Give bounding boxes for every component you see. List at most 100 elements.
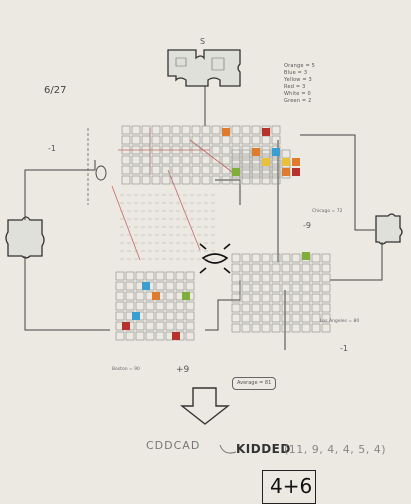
colored-cell-orange	[152, 292, 160, 300]
grid-cell	[251, 283, 261, 293]
grid-cell	[271, 293, 281, 303]
grid-cell	[291, 323, 301, 333]
grid-cell	[311, 283, 321, 293]
grid-cell	[311, 263, 321, 273]
colored-cells	[122, 128, 310, 340]
grid-cell	[211, 135, 221, 145]
grid-cell	[241, 263, 251, 273]
average-box: Average = 81	[232, 377, 277, 390]
grid-cell	[185, 321, 195, 331]
grid-cell	[271, 273, 281, 283]
grid-cell	[201, 165, 211, 175]
grid-cell	[261, 303, 271, 313]
grid-cell	[115, 271, 125, 281]
grid-cell	[161, 155, 171, 165]
grid-cell	[151, 125, 161, 135]
grid-cell	[201, 125, 211, 135]
grid-cell	[141, 165, 151, 175]
grid-cell	[281, 149, 291, 159]
grid-cell	[175, 321, 185, 331]
colored-cell-blue	[132, 312, 140, 320]
grid-cell	[231, 135, 241, 145]
grid-cell	[181, 135, 191, 145]
colored-cell-red	[172, 332, 180, 340]
grid-cell	[281, 273, 291, 283]
number-sequence: (11, 9, 4, 4, 5, 4)	[284, 443, 387, 456]
grid-cell	[191, 155, 201, 165]
grid-cell	[271, 253, 281, 263]
grid-cell	[135, 331, 145, 341]
grid-cell	[141, 155, 151, 165]
grid-cell	[281, 293, 291, 303]
grid-cell	[251, 303, 261, 313]
grid-cell	[301, 283, 311, 293]
piece-s-label: S	[200, 37, 206, 46]
grid-cell	[231, 323, 241, 333]
colored-cell-green	[182, 292, 190, 300]
grid-cell	[281, 253, 291, 263]
grid-cell	[211, 175, 221, 185]
grid-cell	[241, 273, 251, 283]
grid-cell	[261, 135, 271, 145]
legend-yellow: Yellow = 3	[284, 77, 312, 83]
grid-cell	[171, 165, 181, 175]
grid-cell	[251, 125, 261, 135]
grid-cell	[141, 145, 151, 155]
legend-green: Green = 2	[284, 98, 312, 104]
grid-cell	[131, 155, 141, 165]
grid-cell	[145, 321, 155, 331]
grid-cell	[241, 253, 251, 263]
grid-cell	[155, 321, 165, 331]
grid-cell	[231, 125, 241, 135]
kidded-word: KIDDED	[236, 442, 291, 456]
grid-cell	[181, 125, 191, 135]
grid-cell	[131, 175, 141, 185]
grid-cell	[175, 271, 185, 281]
grid-cell	[165, 311, 175, 321]
grid-cell	[251, 293, 261, 303]
grid-cell	[271, 283, 281, 293]
grid-cell	[251, 263, 261, 273]
grid-cell	[301, 293, 311, 303]
grid-cell	[145, 271, 155, 281]
grid-cell	[151, 175, 161, 185]
grid-cell	[155, 271, 165, 281]
grid-cell	[261, 293, 271, 303]
grid-cell	[231, 293, 241, 303]
grid-cell	[281, 323, 291, 333]
grid-cell	[291, 263, 301, 273]
grid-cell	[115, 331, 125, 341]
grid-cell	[231, 253, 241, 263]
grid-cell	[125, 291, 135, 301]
grid-cell	[221, 155, 231, 165]
grid-left	[231, 149, 291, 179]
grid-cell	[241, 293, 251, 303]
grid-cell	[241, 159, 251, 169]
date-label: 6/27	[44, 85, 67, 96]
grid-cell	[291, 303, 301, 313]
grid-right	[231, 253, 331, 333]
grid-cell	[261, 283, 271, 293]
grid-cell	[131, 125, 141, 135]
grid-cell	[241, 169, 251, 179]
grid-cell	[131, 135, 141, 145]
grid-cell	[185, 331, 195, 341]
grid-cell	[115, 281, 125, 291]
grid-cell	[171, 145, 181, 155]
grid-cell	[171, 155, 181, 165]
note-5: Los Angeles = 80	[320, 319, 360, 324]
code-sequence: CDDCAD	[146, 439, 201, 452]
grid-cell	[241, 283, 251, 293]
grid-cell	[135, 291, 145, 301]
colored-cell-orange	[222, 128, 230, 136]
grid-cell	[185, 281, 195, 291]
grid-cell	[161, 125, 171, 135]
grid-cell	[175, 281, 185, 291]
grid-cell	[261, 263, 271, 273]
grid-cell	[165, 271, 175, 281]
color-legend: Orange = 5 Blue = 3 Yellow = 3 Red = 3 W…	[284, 63, 324, 105]
grid-cell	[321, 293, 331, 303]
grid-cell	[161, 145, 171, 155]
grid-cell	[131, 165, 141, 175]
grid-cell	[155, 331, 165, 341]
